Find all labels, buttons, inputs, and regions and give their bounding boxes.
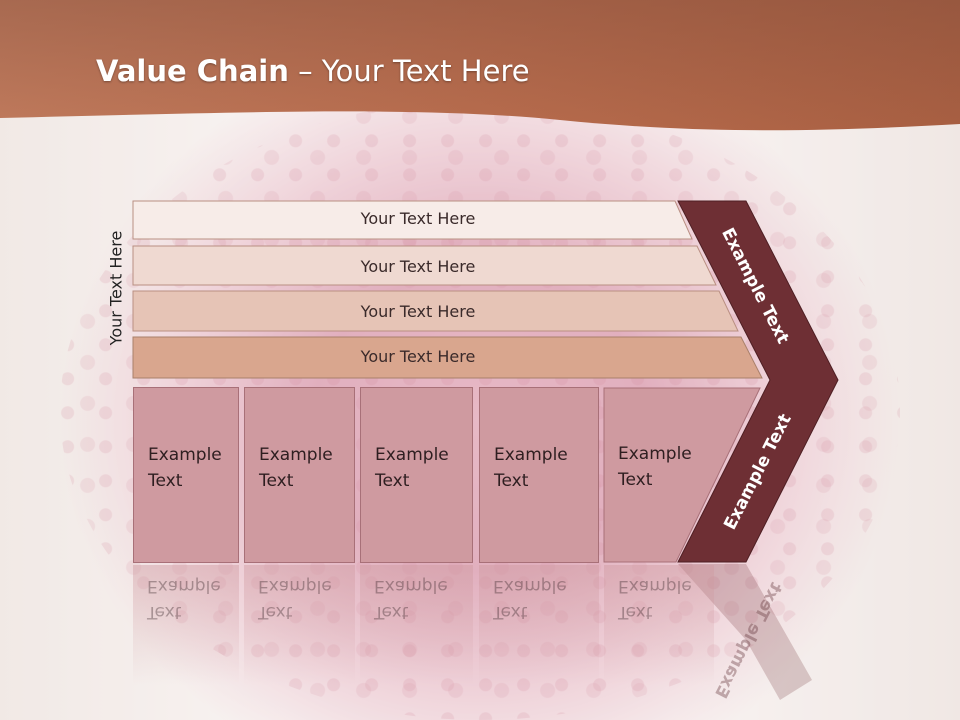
column-4-line1: Example [494,445,568,465]
column-5-refl-line1: Example [618,576,692,596]
row-bar-2 [132,245,717,286]
column-1-text: Example Text [148,442,222,494]
row-bar-1 [132,200,693,240]
column-1-refl-line2: Text [147,602,182,622]
column-5: Example Text [604,387,704,563]
column-4: Example Text [479,387,599,563]
column-4-line2: Text [494,471,529,491]
column-2: Example Text [244,387,355,563]
column-3-refl-line2: Text [374,602,409,622]
column-5-text: Example Text [618,441,692,493]
column-4-refl-line2: Text [493,602,528,622]
column-5-line2: Text [618,470,653,490]
column-5-refl-line2: Text [618,602,653,622]
chevron-shape [677,200,839,563]
row-label-4: Your Text Here [360,347,476,366]
row-label-2: Your Text Here [360,257,476,276]
column-4-text: Example Text [494,442,568,494]
column-4-reflection: Text Example [479,565,599,685]
column-2-text: Example Text [259,442,333,494]
chevron-reflection [678,564,812,700]
row-label-1: Your Text Here [360,209,476,228]
column-3-line1: Example [375,445,449,465]
column-2-reflection: Text Example [244,565,355,685]
column-1-line1: Example [148,445,222,465]
slide-title: Value Chain – Your Text Here [96,54,530,88]
column-5-line1: Example [618,444,692,464]
column-3-refl-line1: Example [374,576,448,596]
column-1-reflection: Text Example [133,565,239,685]
title-rest: – Your Text Here [288,54,530,88]
column-3-text: Example Text [375,442,449,494]
column-2-line1: Example [259,445,333,465]
title-strong: Value Chain [96,54,289,88]
column-5-shape [603,387,761,563]
column-1: Example Text [133,387,239,563]
column-3-line2: Text [375,471,410,491]
row-bar-3 [132,290,739,332]
column-1-refl-line1: Example [147,576,221,596]
column-3-reflection: Text Example [360,565,473,685]
column-4-refl-line1: Example [493,576,567,596]
row-label-3: Your Text Here [360,302,476,321]
column-2-line2: Text [259,471,294,491]
column-3: Example Text [360,387,473,563]
column-2-refl-line2: Text [258,602,293,622]
column-2-refl-line1: Example [258,576,332,596]
column-1-line2: Text [148,471,183,491]
row-bar-4 [132,336,763,379]
column-5-reflection: Text Example [604,565,714,685]
